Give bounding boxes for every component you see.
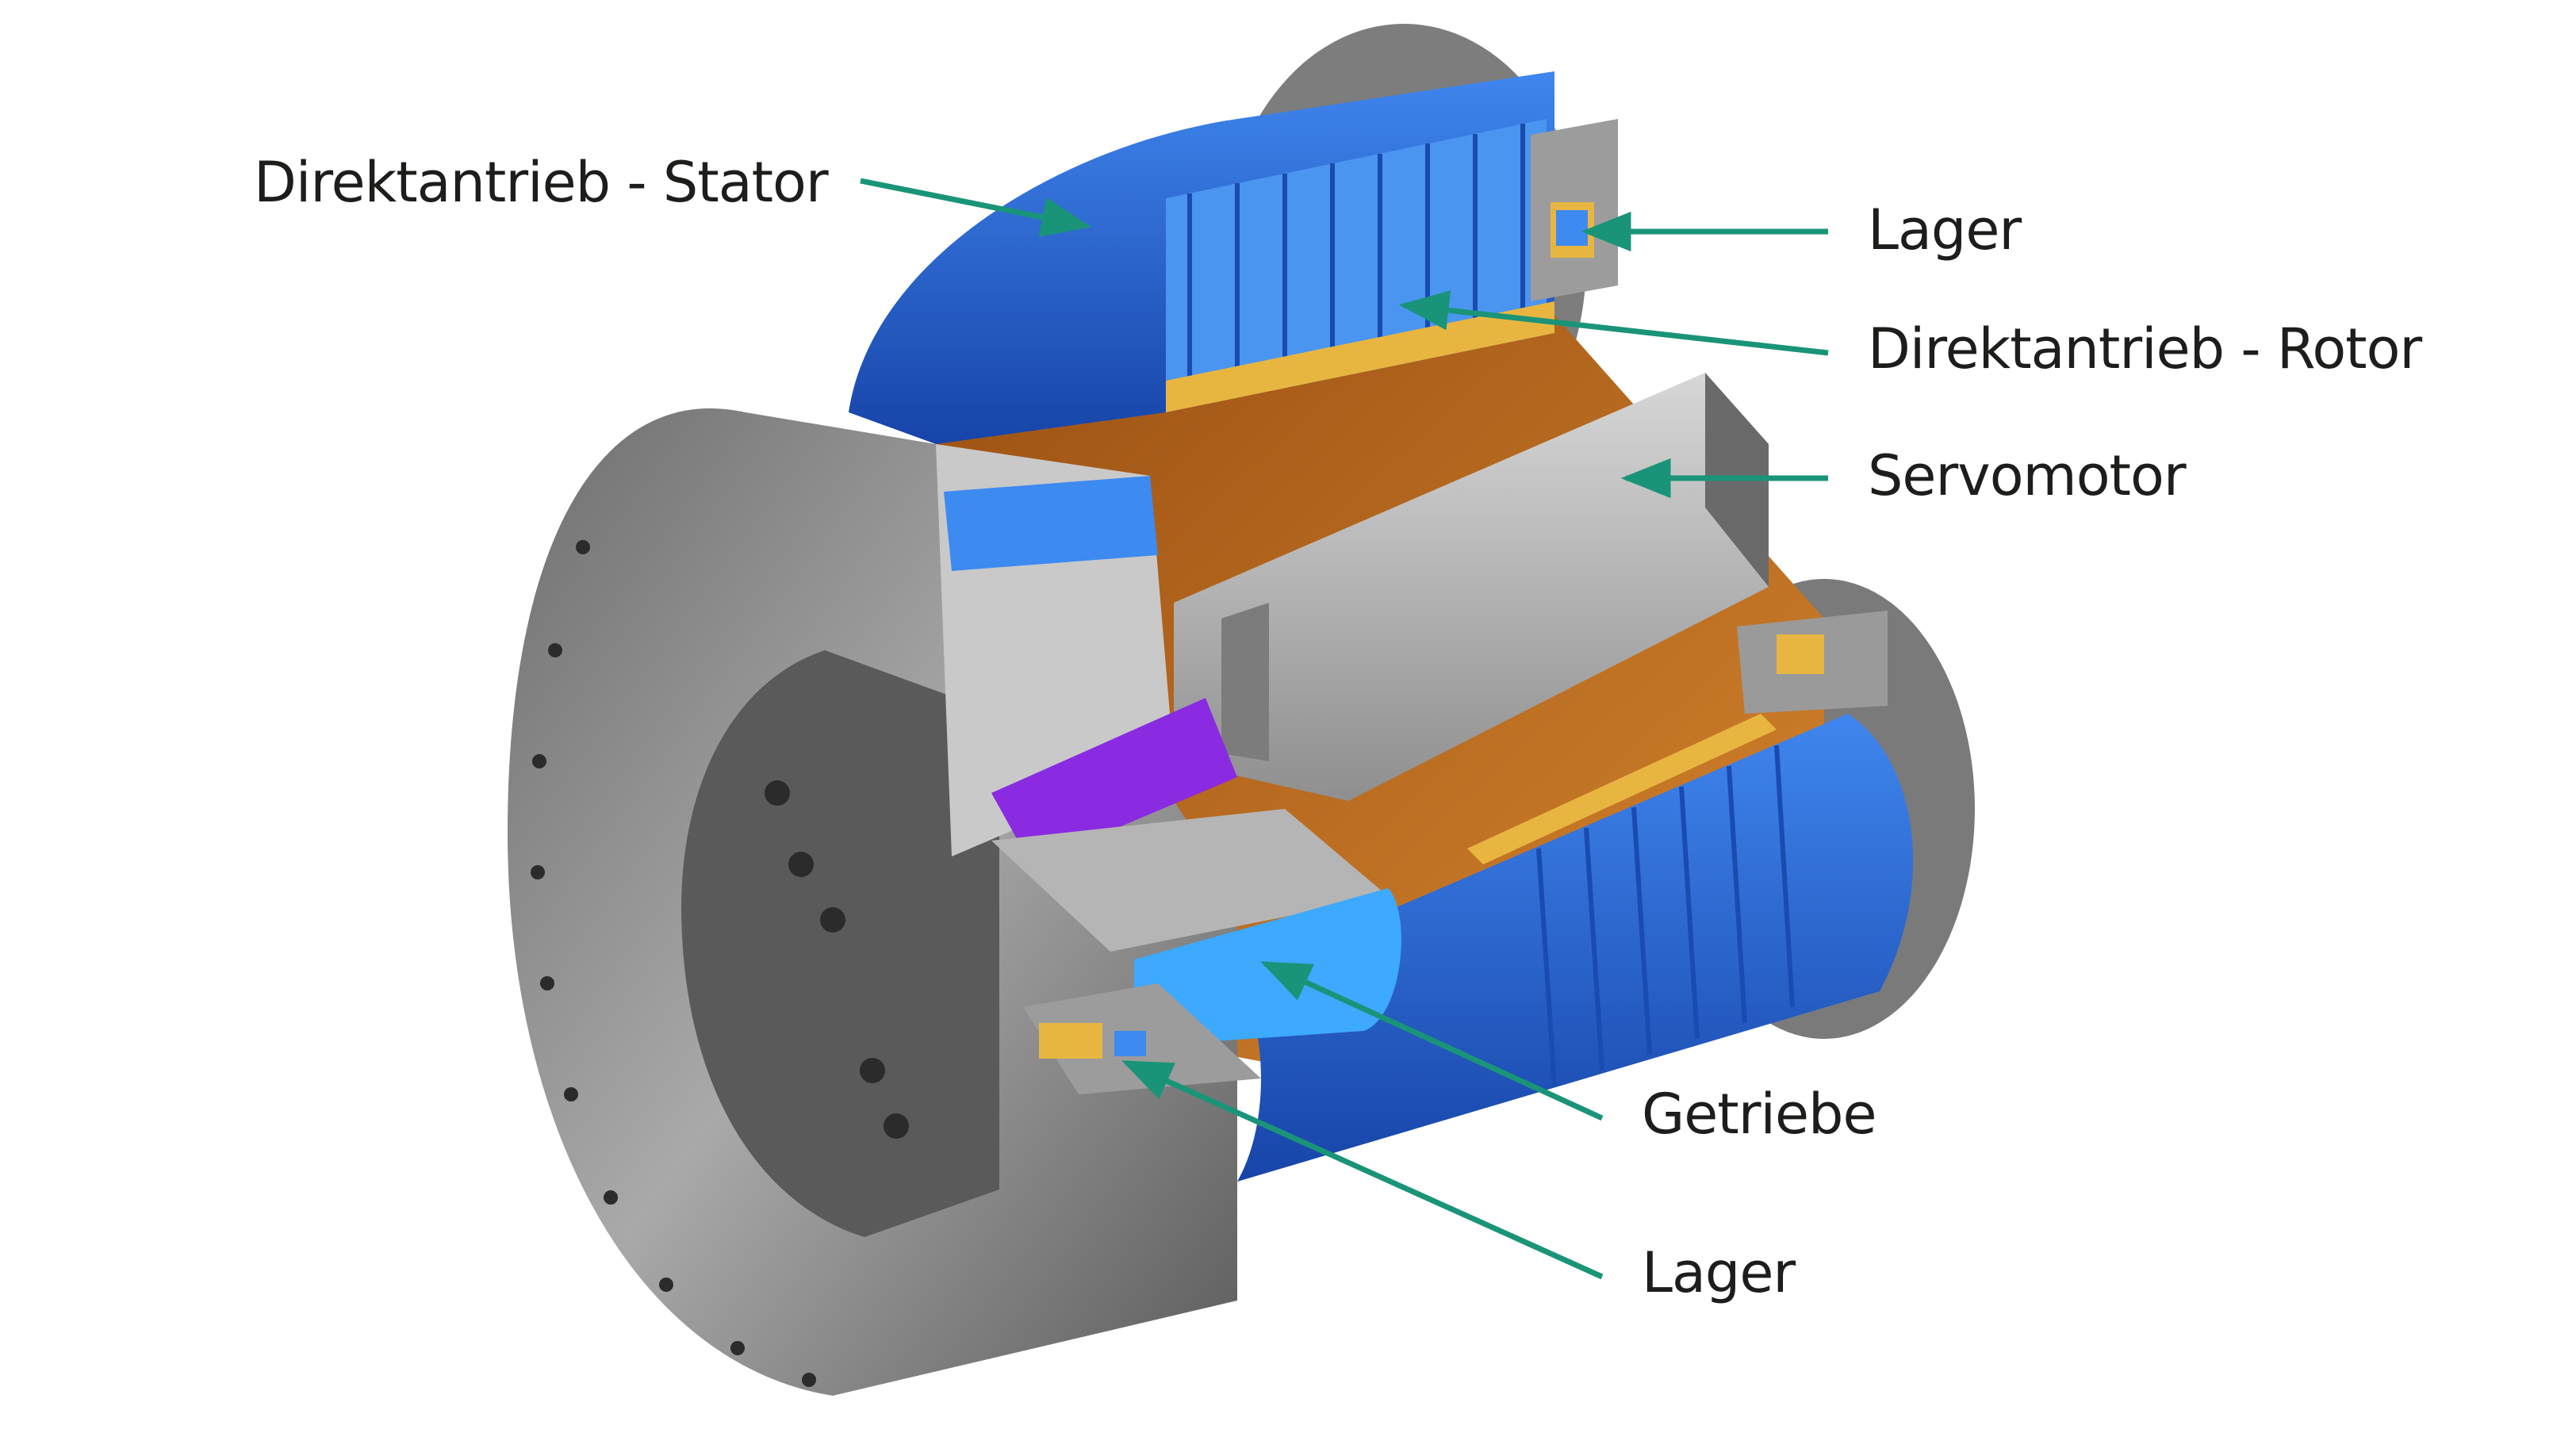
arrow-rotor xyxy=(1398,290,1829,356)
bearing-lower xyxy=(1023,983,1261,1094)
label-lager-bottom: Lager xyxy=(1642,1240,1796,1305)
servomotor-body xyxy=(1174,373,1769,801)
gearbox xyxy=(936,444,1401,1047)
arrow-lager-bottom xyxy=(1121,1059,1604,1280)
arrow-getriebe xyxy=(1260,960,1604,1121)
label-stator: Direktantrieb - Stator xyxy=(254,150,829,215)
label-getriebe: Getriebe xyxy=(1642,1082,1877,1147)
label-lager-top: Lager xyxy=(1868,197,2022,262)
label-servomotor: Servomotor xyxy=(1868,443,2187,508)
arrow-stator xyxy=(860,178,1092,237)
stator-lower xyxy=(1237,611,1914,1182)
label-rotor: Direktantrieb - Rotor xyxy=(1868,316,2422,381)
bearing-upper xyxy=(1531,119,1618,301)
stator-upper xyxy=(849,71,1554,444)
callout-arrows xyxy=(860,178,1829,1280)
